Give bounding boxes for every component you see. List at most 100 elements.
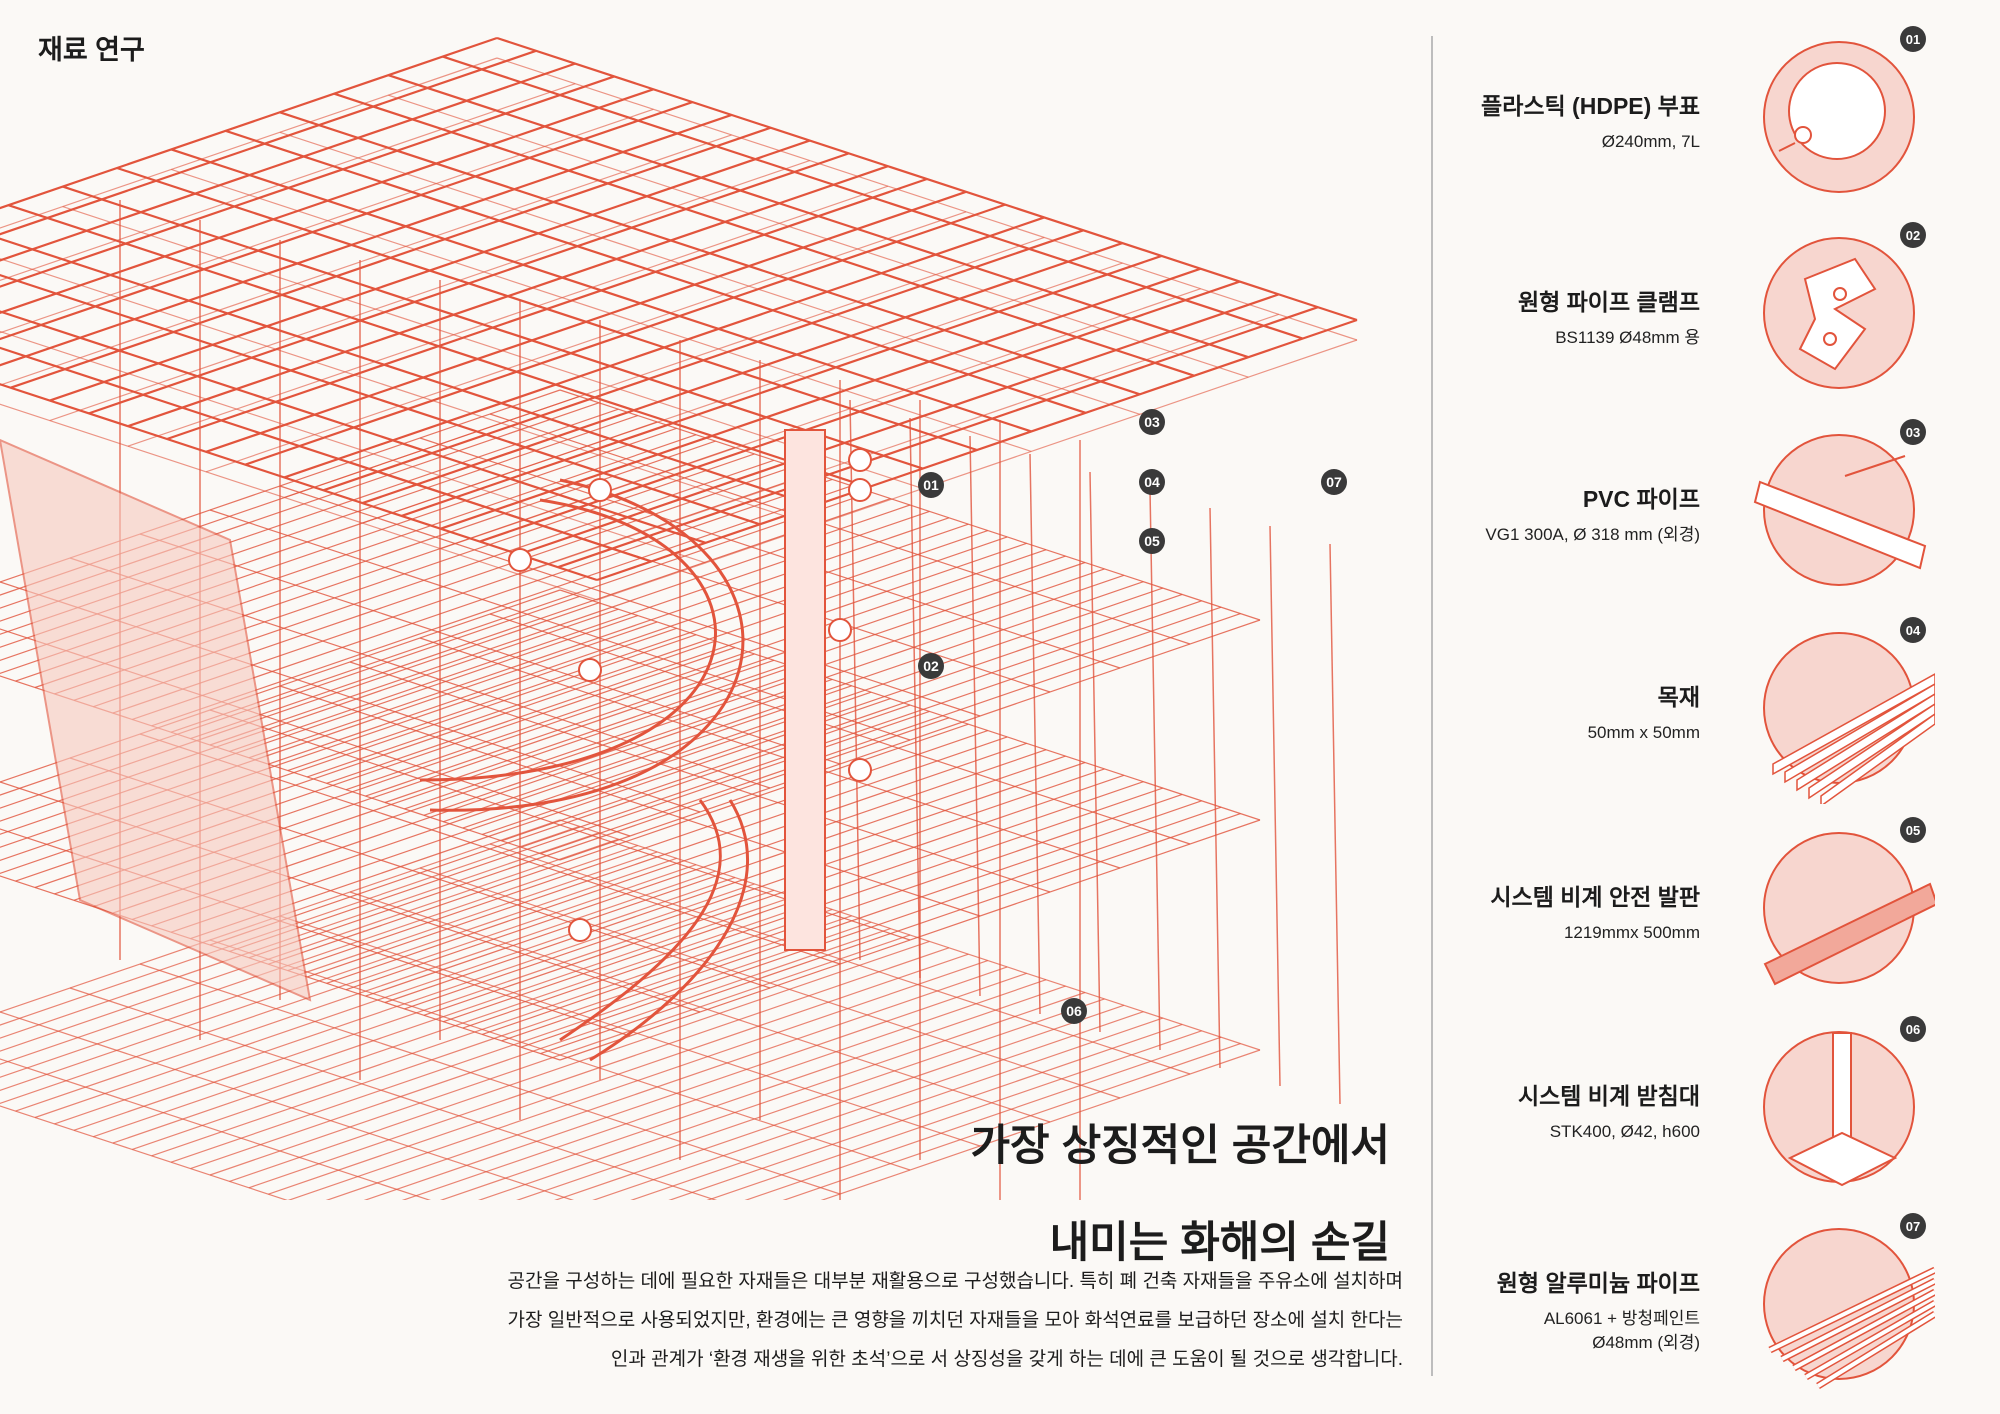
scaffold-member (388, 94, 1249, 378)
material-number-badge: 06 (1900, 1016, 1926, 1042)
scaffold-member (279, 485, 981, 717)
scaffold-member (333, 92, 1195, 377)
material-number-badge: 02 (1900, 222, 1926, 248)
scaffold-member (209, 939, 911, 1171)
scaffold-member (419, 437, 1121, 669)
scaffold-member (0, 57, 498, 229)
material-item: 원형 알루미늄 파이프 AL6061 + 방청페인트 Ø48mm (외경) (1497, 1264, 1700, 1355)
pvc-pipe-icon (1753, 455, 1927, 570)
scaffold-member (116, 166, 978, 452)
scaffold-member (0, 237, 815, 507)
material-item: 시스템 비계 받침대 STK400, Ø42, h600 (1518, 1077, 1700, 1144)
callout-01: 01 (918, 472, 944, 498)
scaffold-member (0, 1058, 432, 1200)
pipe-clamp-icon (1798, 257, 1877, 371)
material-illustration (1763, 832, 1935, 986)
scaffold-member (127, 185, 889, 447)
scaffold-member (1089, 471, 1101, 1033)
scaffold-member (349, 891, 1051, 1123)
scaffold-member (909, 417, 921, 979)
scaffold-member (62, 206, 923, 490)
material-spec: 1219mmx 500mm (1563, 923, 1700, 942)
scaffold-member (0, 403, 598, 601)
scaffold-member (69, 987, 718, 1200)
buoy (588, 478, 612, 502)
scaffold-member (419, 637, 1121, 869)
material-illustration (1763, 237, 1915, 389)
scaffold-member (0, 1011, 575, 1200)
scaffold-member (225, 129, 1086, 414)
buoy (828, 618, 852, 642)
material-illustration (1753, 434, 1927, 586)
scaffold-member (496, 57, 1358, 341)
scaffold-member (0, 108, 654, 334)
buoy-icon (1778, 62, 1886, 160)
buoy (578, 658, 602, 682)
scaffold-member (279, 131, 1141, 415)
section-label: 재료 연구 (38, 35, 145, 65)
material-spec: AL6061 + 방청페인트 (1543, 1309, 1700, 1328)
scaffold-member (596, 339, 1358, 601)
callout-03: 03 (1139, 409, 1165, 435)
scaffold-plank-icon (1763, 882, 1935, 986)
material-number-badge: 01 (1900, 26, 1926, 52)
base-jack-icon (1787, 1032, 1898, 1187)
scaffold-member (0, 310, 706, 544)
material-title: 시스템 비계 안전 발판 (1490, 884, 1700, 910)
material-number-badge: 05 (1900, 817, 1926, 843)
material-illustration (1763, 1031, 1915, 1187)
scaffold-member (0, 330, 706, 564)
scaffold-member (0, 134, 732, 386)
scaffold-member (559, 819, 1261, 1051)
scaffold-member (442, 55, 1304, 340)
material-item: PVC 파이프 VG1 300A, Ø 318 mm (외경) (1485, 480, 1700, 547)
aluminum-pipe-icon (1768, 1266, 1935, 1389)
material-illustration (1763, 1228, 1935, 1389)
buoy (848, 448, 872, 472)
column-divider (1431, 36, 1433, 1376)
scaffold-member (171, 168, 1032, 452)
callout-02: 02 (918, 653, 944, 679)
buoy (568, 918, 592, 942)
scaffold-member (1029, 453, 1041, 1015)
facade-panel (0, 438, 312, 1002)
paragraph-line: 가장 일반적으로 사용되었지만, 환경에는 큰 영향을 끼치던 자재들을 모아 … (507, 1310, 1403, 1331)
material-illustration (1763, 632, 1935, 804)
callout-04: 04 (1139, 469, 1165, 495)
scaffold-member (388, 74, 1249, 359)
material-spec: VG1 300A, Ø 318 mm (외경) (1485, 525, 1700, 544)
scaffold-member (139, 963, 841, 1195)
description-paragraph: 공간을 구성하는 데에 필요한 자재들은 대부분 재활용으로 구성했습니다. 특… (508, 1262, 1403, 1379)
material-number-badge: 07 (1900, 1213, 1926, 1239)
scaffold-member (0, 258, 815, 527)
scaffold-member (0, 83, 576, 282)
scaffold-member (62, 185, 924, 470)
scaffold-member (419, 867, 1121, 1099)
scaffold-member (349, 461, 1051, 693)
callout-07: 07 (1321, 469, 1347, 495)
scaffold-member (559, 589, 1261, 821)
scaffold-member (1209, 507, 1221, 1069)
material-title: 시스템 비계 받침대 (1517, 1083, 1700, 1109)
material-spec: STK400, Ø42, h600 (1549, 1122, 1700, 1141)
scaffold-member (205, 211, 967, 473)
scaffold-member (559, 389, 1261, 621)
paragraph-line: 인과 관계가 ‘환경 재생을 위한 초석’으로 서 상징성을 갖게 하는 데에 … (610, 1349, 1403, 1370)
scaffold-member (279, 915, 981, 1147)
scaffold-member (496, 36, 1358, 322)
timber-icon (1772, 673, 1935, 804)
scaffold-member (0, 383, 598, 582)
material-item: 시스템 비계 안전 발판 1219mmx 500mm (1490, 878, 1700, 945)
scaffold-member (1329, 543, 1341, 1105)
scaffold-member (279, 685, 981, 917)
scaffold-member (49, 159, 810, 422)
material-title: PVC 파이프 (1582, 486, 1700, 512)
paragraph-line: 공간을 구성하는 데에 필요한 자재들은 대부분 재활용으로 구성했습니다. 특… (507, 1271, 1403, 1292)
scaffold-member (969, 435, 981, 997)
material-title: 원형 알루미늄 파이프 (1496, 1270, 1700, 1296)
headline-line: 가장 상징적인 공간에서 (970, 1122, 1391, 1170)
buoy (508, 548, 532, 572)
material-spec: Ø48mm (외경) (1592, 1333, 1700, 1352)
